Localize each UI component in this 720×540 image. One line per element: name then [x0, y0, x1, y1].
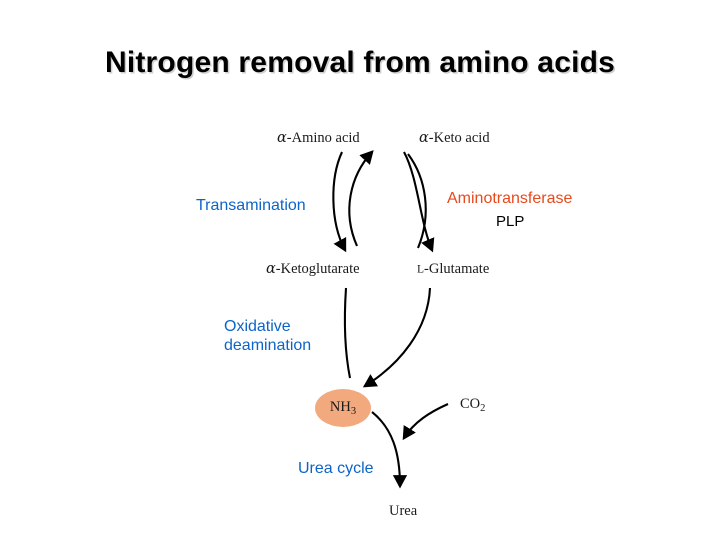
label-alpha-keto-acid: α-Keto acid — [419, 130, 490, 146]
annotation-oxidative-deamination: Oxidative deamination — [224, 318, 312, 354]
label-l-glutamate: L-Glutamate — [417, 261, 490, 277]
arrow-cycle-upper-right — [407, 153, 427, 249]
arrow-ketoglutarate-branch — [343, 287, 352, 379]
arrow-glutamate-to-nh3 — [362, 287, 432, 388]
label-urea: Urea — [389, 503, 418, 519]
annotation-urea-cycle: Urea cycle — [298, 460, 374, 477]
label-alpha-ketoglutarate: α-Ketoglutarate — [266, 261, 360, 277]
arrow-keto-acid-to-glutamate — [403, 151, 435, 253]
arrow-urea-cycle-to-urea — [371, 411, 408, 489]
label-alpha-amino-acid: α-Amino acid — [277, 130, 360, 146]
annotation-plp: PLP — [496, 213, 525, 230]
arrow-amino-acid-to-ketoglutarate — [332, 151, 347, 253]
page-title: Nitrogen removal from amino acids — [104, 46, 616, 79]
label-co2: CO2 — [460, 396, 486, 414]
annotation-aminotransferase: Aminotransferase — [447, 190, 573, 207]
annotation-transamination: Transamination — [196, 197, 306, 214]
nh3-bubble — [315, 389, 371, 427]
arrow-cycle-upper-left — [348, 150, 374, 247]
arrow-co2-to-urea-cycle — [402, 403, 449, 441]
label-nh3: NH3 — [329, 399, 357, 417]
